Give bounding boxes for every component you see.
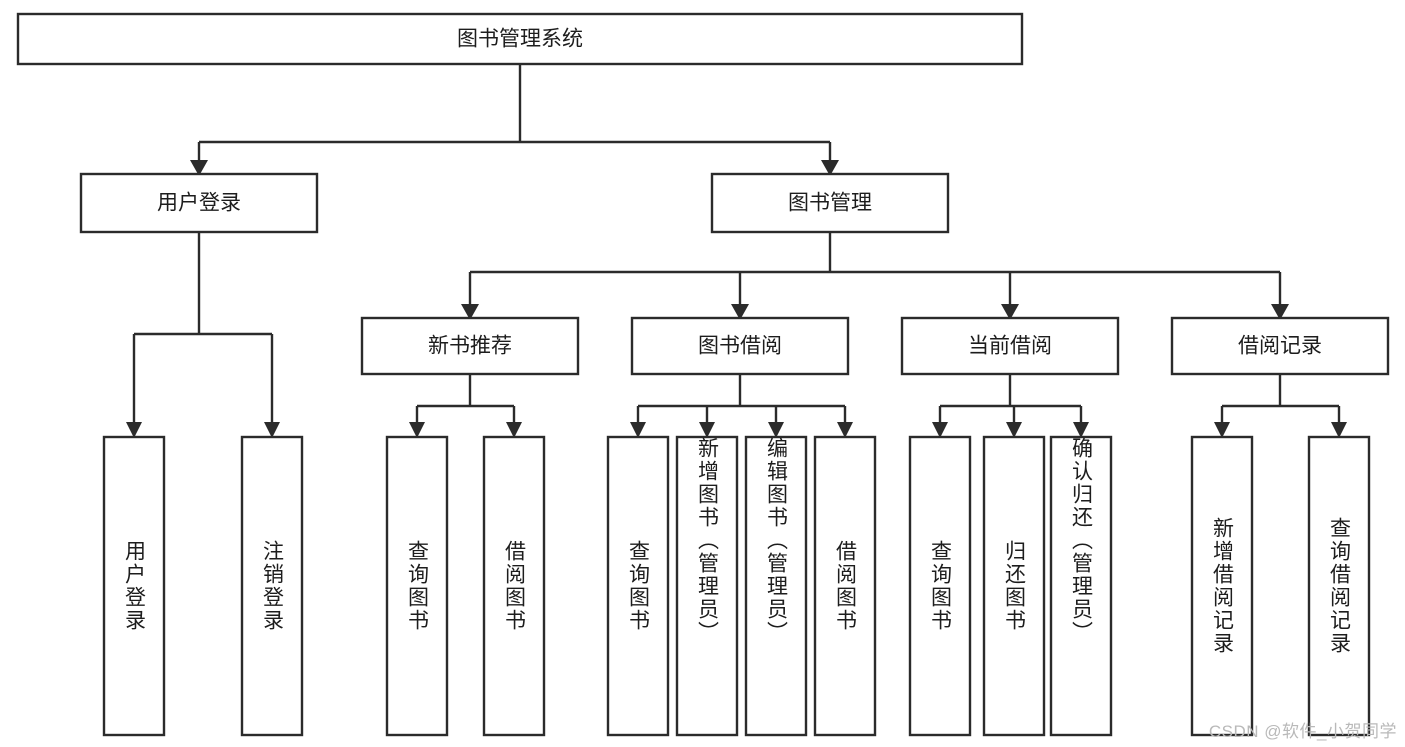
- arrow-head-icon: [1214, 422, 1230, 438]
- leaf-box-records-query[interactable]: [1307, 435, 1371, 737]
- leaf-box-newbook-borrow[interactable]: [482, 435, 546, 737]
- node-current-box[interactable]: [900, 316, 1120, 376]
- connector-group-bookmgmt: [461, 232, 1289, 320]
- leaf-box-current-confirm[interactable]: [1049, 435, 1113, 737]
- node-newbook-label: 新书推荐: [428, 335, 512, 358]
- leaf-box-user-login[interactable]: [102, 435, 166, 737]
- arrow-head-icon: [731, 304, 749, 320]
- leaf-box-newbook-query[interactable]: [385, 435, 449, 737]
- node-root-label: 图书管理系统: [457, 28, 583, 51]
- node-borrow-box[interactable]: [630, 316, 850, 376]
- arrow-head-icon: [837, 422, 853, 438]
- leaf-box-current-return[interactable]: [982, 435, 1046, 737]
- leaf-box-borrow-query[interactable]: [606, 435, 670, 737]
- arrow-head-icon: [1271, 304, 1289, 320]
- arrow-head-icon: [126, 422, 142, 438]
- arrow-head-icon: [699, 422, 715, 438]
- leaf-box-logout[interactable]: [240, 435, 304, 737]
- connector-group-root: [190, 64, 839, 176]
- arrow-head-icon: [1331, 422, 1347, 438]
- connector-group-borrow: [630, 374, 853, 438]
- leaf-box-current-query[interactable]: [908, 435, 972, 737]
- node-current-label: 当前借阅: [968, 335, 1052, 358]
- arrow-head-icon: [1001, 304, 1019, 320]
- connector-group-newbook: [409, 374, 522, 438]
- arrow-head-icon: [1006, 422, 1022, 438]
- leaf-box-records-add[interactable]: [1190, 435, 1254, 737]
- arrow-head-icon: [630, 422, 646, 438]
- connector-group-userlogin: [126, 232, 280, 438]
- node-userlogin-box[interactable]: [79, 172, 319, 234]
- arrow-head-icon: [264, 422, 280, 438]
- arrow-head-icon: [1073, 422, 1089, 438]
- node-userlogin-label: 用户登录: [157, 192, 241, 215]
- arrow-head-icon: [768, 422, 784, 438]
- arrow-head-icon: [409, 422, 425, 438]
- arrow-head-icon: [506, 422, 522, 438]
- arrow-head-icon: [461, 304, 479, 320]
- arrow-head-icon: [821, 160, 839, 176]
- leaf-box-borrow-add[interactable]: [675, 435, 739, 737]
- node-bookmgmt-box[interactable]: [710, 172, 950, 234]
- leaf-box-borrow-edit[interactable]: [744, 435, 808, 737]
- arrow-head-icon: [932, 422, 948, 438]
- node-bookmgmt-label: 图书管理: [788, 192, 872, 215]
- arrow-head-icon: [190, 160, 208, 176]
- node-borrow-label: 图书借阅: [698, 335, 782, 358]
- node-newbook-box[interactable]: [360, 316, 580, 376]
- node-records-box[interactable]: [1170, 316, 1390, 376]
- node-root-box[interactable]: [16, 12, 1024, 66]
- leaf-box-borrow-lend[interactable]: [813, 435, 877, 737]
- connector-group-records: [1214, 374, 1347, 438]
- connector-group-current: [932, 374, 1089, 438]
- node-records-label: 借阅记录: [1238, 335, 1322, 358]
- watermark-text: CSDN @软件_小贺同学: [1208, 722, 1397, 741]
